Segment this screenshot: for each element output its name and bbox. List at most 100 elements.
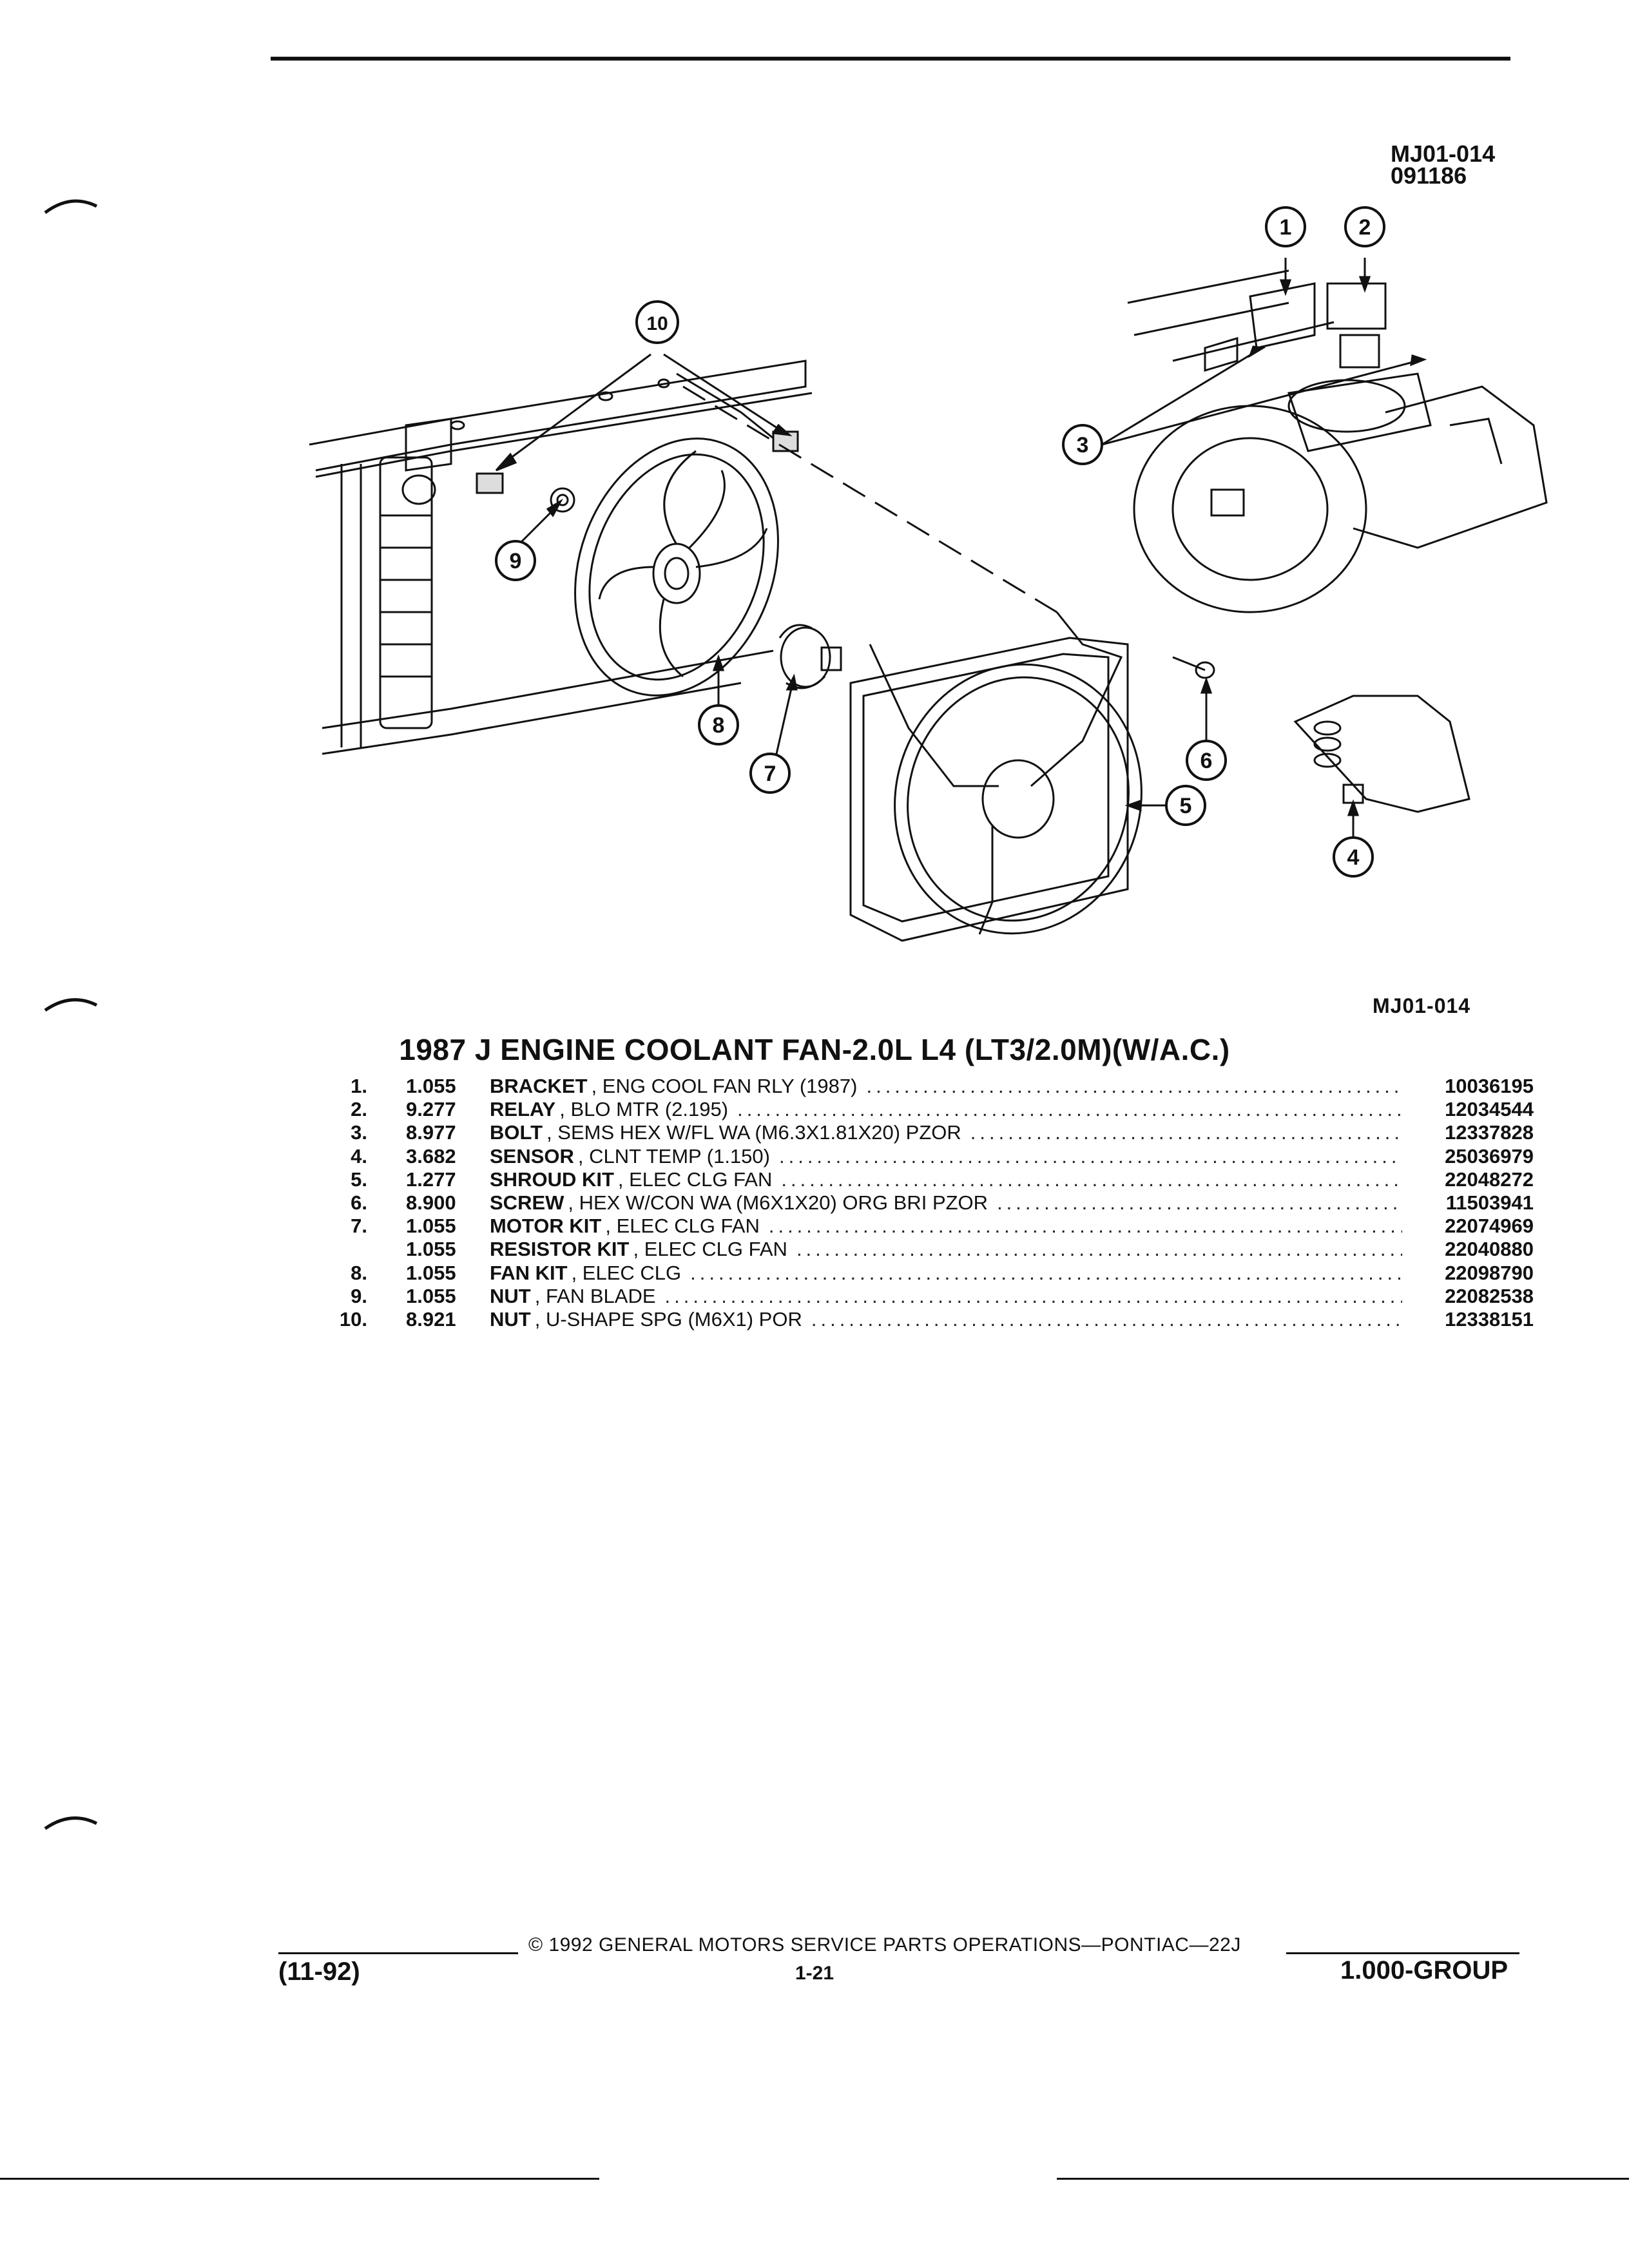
item-quantity: 1.055 — [406, 1215, 456, 1238]
item-name: SCREW — [490, 1191, 564, 1214]
svg-text:1: 1 — [1280, 215, 1292, 240]
item-number: 6. — [351, 1191, 367, 1214]
leader-dots: ........................................… — [778, 1144, 1402, 1168]
item-part-number: 12338151 — [1445, 1307, 1534, 1331]
svg-text:7: 7 — [764, 762, 776, 786]
item-name: SHROUD KIT — [490, 1168, 614, 1191]
leader-dots: ........................................… — [781, 1168, 1402, 1191]
item-part-number: 12337828 — [1445, 1121, 1534, 1144]
svg-text:6: 6 — [1200, 749, 1213, 773]
item-number: 3. — [351, 1121, 367, 1144]
item-number: 7. — [351, 1215, 367, 1238]
item-description: , ELEC CLG FAN — [617, 1168, 773, 1191]
footer-copyright: © 1992 GENERAL MOTORS SERVICE PARTS OPER… — [528, 1934, 1241, 1956]
item-name: BRACKET — [490, 1075, 588, 1097]
footer-group: 1.000-GROUP — [1340, 1956, 1509, 1984]
bottom-rule — [0, 2178, 599, 2180]
item-number: 9. — [351, 1284, 367, 1307]
leader-dots: ........................................… — [866, 1075, 1402, 1097]
svg-text:3: 3 — [1077, 433, 1089, 457]
item-part-number: 22040880 — [1445, 1238, 1534, 1261]
callout-8 — [698, 704, 739, 745]
item-quantity: 1.055 — [406, 1261, 456, 1284]
item-part-number: 10036195 — [1445, 1075, 1534, 1097]
svg-text:8: 8 — [713, 713, 725, 738]
svg-text:9: 9 — [510, 549, 522, 573]
item-number: 8. — [351, 1261, 367, 1284]
leader-dots: ........................................… — [796, 1238, 1402, 1261]
item-number: 1. — [351, 1075, 367, 1097]
item-quantity: 1.055 — [406, 1238, 456, 1261]
figure-code-block: MJ01-014 091186 — [1391, 140, 1496, 189]
item-description: , ELEC CLG FAN — [633, 1238, 787, 1261]
footer-rule-right — [1286, 1952, 1519, 1954]
bottom-rule-right — [1057, 2178, 1629, 2180]
parts-illustration: 1 2 3 4 5 6 7 8 9 10 — [309, 206, 1548, 942]
item-description: , ENG COOL FAN RLY (1987) — [591, 1075, 858, 1097]
footer-revision: (11-92) — [278, 1957, 360, 1986]
callout-10 — [635, 300, 679, 344]
figure-date-code: 091186 — [1391, 162, 1467, 189]
item-name: RESISTOR KIT — [490, 1238, 630, 1261]
callout-4 — [1333, 836, 1374, 878]
item-part-number: 25036979 — [1445, 1144, 1534, 1168]
leader-dots: ........................................… — [811, 1307, 1402, 1331]
svg-text:4: 4 — [1347, 845, 1360, 870]
callout-9 — [495, 540, 536, 581]
callout-1 — [1265, 206, 1306, 247]
item-description: , BLO MTR (2.195) — [559, 1098, 729, 1121]
parts-row: 1.055 RESISTOR KIT, ELEC CLG FAN.........… — [316, 1238, 1534, 1261]
item-number: 2. — [351, 1098, 367, 1121]
leader-dots: ........................................… — [997, 1191, 1402, 1214]
item-number: 5. — [351, 1168, 367, 1191]
svg-text:5: 5 — [1180, 794, 1192, 818]
section-title: 1987 J ENGINE COOLANT FAN-2.0L L4 (LT3/2… — [399, 1033, 1230, 1066]
top-rule — [271, 57, 1510, 61]
item-quantity: 3.682 — [406, 1144, 456, 1168]
figure-code-bottom: MJ01-014 — [1373, 994, 1471, 1017]
item-name: MOTOR KIT — [490, 1215, 602, 1238]
item-quantity: 1.055 — [406, 1284, 456, 1307]
item-name: NUT — [490, 1307, 531, 1331]
item-description: , ELEC CLG FAN — [605, 1215, 760, 1238]
item-part-number: 22082538 — [1445, 1284, 1534, 1307]
callout-6 — [1186, 740, 1227, 781]
item-part-number: 22098790 — [1445, 1261, 1534, 1284]
parts-row: 8. 1.055 FAN KIT, ELEC CLG................… — [316, 1262, 1534, 1285]
parts-row: 1. 1.055 BRACKET, ENG COOL FAN RLY (1987).… — [316, 1075, 1534, 1098]
item-name: SENSOR — [490, 1144, 574, 1168]
leader-dots: ........................................… — [970, 1121, 1402, 1144]
item-quantity: 1.055 — [406, 1075, 456, 1097]
item-description: , HEX W/CON WA (M6X1X20) ORG BRI PZOR — [568, 1191, 988, 1214]
item-name: BOLT — [490, 1121, 543, 1144]
svg-text:2: 2 — [1359, 215, 1371, 240]
item-part-number: 22074969 — [1445, 1215, 1534, 1238]
svg-text:10: 10 — [646, 313, 668, 334]
figure-code: MJ01-014 — [1391, 140, 1496, 167]
item-description: , U-SHAPE SPG (M6X1) POR — [534, 1307, 802, 1331]
callout-5 — [1165, 785, 1206, 826]
item-part-number: 11503941 — [1445, 1191, 1534, 1214]
parts-list: 1. 1.055 BRACKET, ENG COOL FAN RLY (1987).… — [316, 1075, 1534, 1331]
callout-2 — [1344, 206, 1385, 247]
item-name: RELAY — [490, 1098, 556, 1121]
item-quantity: 8.921 — [406, 1307, 456, 1331]
item-number: 4. — [351, 1144, 367, 1168]
item-description: , FAN BLADE — [534, 1284, 656, 1307]
item-quantity: 9.277 — [406, 1098, 456, 1121]
item-name: NUT — [490, 1284, 531, 1307]
leader-dots: ........................................… — [690, 1261, 1402, 1284]
callout-7 — [749, 753, 791, 794]
item-name: FAN KIT — [490, 1261, 568, 1284]
callout-3 — [1062, 424, 1103, 465]
item-description: , ELEC CLG — [571, 1261, 682, 1284]
item-part-number: 12034544 — [1445, 1098, 1534, 1121]
item-quantity: 8.977 — [406, 1121, 456, 1144]
footer-rule-left — [278, 1952, 518, 1954]
